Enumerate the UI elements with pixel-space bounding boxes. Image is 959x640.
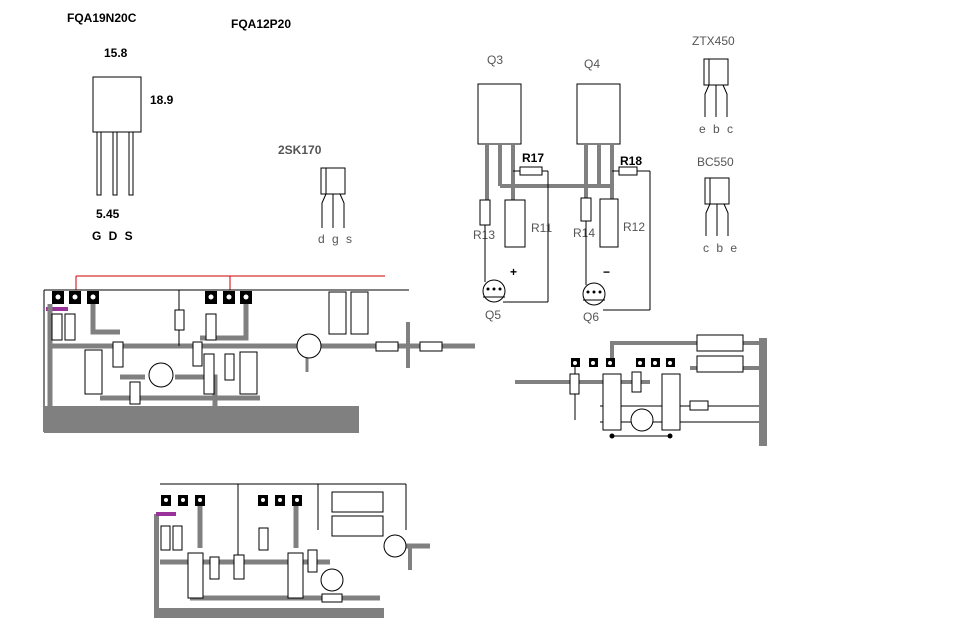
r14-label: R14 xyxy=(573,226,595,240)
fqa12p20-label: FQA12P20 xyxy=(231,17,291,31)
r12-label: R12 xyxy=(623,220,645,234)
plus-label: + xyxy=(510,265,517,279)
2sk170-label: 2SK170 xyxy=(278,143,322,157)
r17-label: R17 xyxy=(522,151,544,165)
2sk170-package: 2SK170 d g s xyxy=(278,143,354,246)
q4-label: Q4 xyxy=(584,57,600,71)
bc550-package: BC550 c b e xyxy=(697,155,739,255)
pcb-board-3 xyxy=(154,483,430,618)
q3-label: Q3 xyxy=(487,53,503,67)
fqa19n20c-width: 15.8 xyxy=(104,46,128,60)
q5-label: Q5 xyxy=(485,308,501,322)
minus-label: − xyxy=(603,265,610,279)
r11-label: R11 xyxy=(531,221,552,235)
pcb-board-1 xyxy=(43,275,475,433)
fqa19n20c-package: FQA19N20C 15.8 18.9 5.45 G D S xyxy=(67,11,174,243)
bc550-pins: c b e xyxy=(703,241,739,255)
r13-label: R13 xyxy=(473,228,495,242)
ztx450-pins: e b c xyxy=(699,122,735,136)
fqa19n20c-pitch: 5.45 xyxy=(96,207,120,221)
r18-label: R18 xyxy=(620,154,642,168)
bc550-label: BC550 xyxy=(697,155,734,169)
fqa19n20c-height: 18.9 xyxy=(150,93,174,107)
2sk170-pins: d g s xyxy=(318,232,354,246)
fqa19n20c-label: FQA19N20C xyxy=(67,11,137,25)
pcb-board-2 xyxy=(515,334,767,446)
ztx450-label: ZTX450 xyxy=(692,34,735,48)
fqa19n20c-pins: G D S xyxy=(92,229,135,243)
q6-label: Q6 xyxy=(583,310,599,324)
output-stage-schematic: Q3 Q4 R17 R18 R13 R11 + R14 xyxy=(473,53,651,324)
ztx450-package: ZTX450 e b c xyxy=(692,34,735,136)
